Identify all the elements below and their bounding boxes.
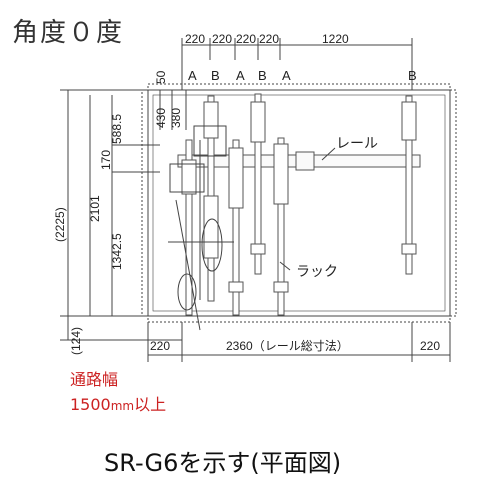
top-dim-3: 220 xyxy=(236,32,256,46)
top-dim-1: 220 xyxy=(185,32,205,46)
bottom-wall-hatch xyxy=(147,315,451,323)
dim-380: 380 xyxy=(169,108,183,128)
dim-2101: 2101 xyxy=(88,195,102,222)
left-wall-hatch xyxy=(141,89,149,317)
top-wall-hatch xyxy=(147,83,451,91)
dim-1342-5: 1342.5 xyxy=(110,233,124,270)
rack-label-4: B xyxy=(258,68,267,83)
left-dimension-lines xyxy=(60,89,187,341)
dim-430: 430 xyxy=(154,108,168,128)
rack-post-6 xyxy=(401,95,417,275)
walkway-width-value: 1500mm以上 xyxy=(70,397,166,413)
rack-post-1 xyxy=(181,139,197,316)
top-dim-2: 220 xyxy=(212,32,232,46)
rack-callout-leader xyxy=(279,261,291,271)
rack-label-1: A xyxy=(188,68,197,83)
rack-label-3: A xyxy=(236,68,245,83)
bottom-dim-left: 220 xyxy=(150,339,170,353)
rack-label-5: A xyxy=(282,68,291,83)
enclosure-inner xyxy=(152,94,446,312)
bottom-dim-total: 2360（レール総寸法） xyxy=(226,339,349,353)
rack-label-6: B xyxy=(408,68,417,83)
figure-caption: SR-G6を示す(平面図) xyxy=(104,449,342,477)
rack-post-5 xyxy=(273,137,289,316)
bottom-dim-right: 220 xyxy=(420,339,440,353)
top-dim-4: 220 xyxy=(259,32,279,46)
dim-50: 50 xyxy=(154,70,168,84)
dim-588-5: 588.5 xyxy=(110,114,124,144)
dim-2225: (2225) xyxy=(53,207,67,242)
rack-label-2: B xyxy=(211,68,220,83)
top-dimension-line xyxy=(181,38,413,90)
walkway-width-suffix: 以上 xyxy=(134,395,167,414)
enclosure-outline xyxy=(147,89,451,317)
rail-callout-leader xyxy=(321,147,336,161)
top-dim-5: 1220 xyxy=(322,32,349,46)
rail-callout-label: レール xyxy=(336,135,378,151)
dim-124: (124) xyxy=(69,327,83,355)
walkway-width-label: 通路幅 xyxy=(70,370,119,389)
rack-post-4 xyxy=(250,93,266,275)
dim-170: 170 xyxy=(99,150,113,170)
rack-post-3 xyxy=(228,139,244,316)
rack-post-2 xyxy=(203,95,219,302)
bottom-dimension-line xyxy=(147,322,451,362)
walkway-width-unit: mm xyxy=(110,399,135,413)
rack-callout-label: ラック xyxy=(296,263,338,279)
bicycle-illustration xyxy=(168,125,234,331)
view-angle-title: 角度０度 xyxy=(12,18,125,48)
walkway-width-number: 1500 xyxy=(70,395,111,414)
right-wall-hatch xyxy=(449,89,457,317)
